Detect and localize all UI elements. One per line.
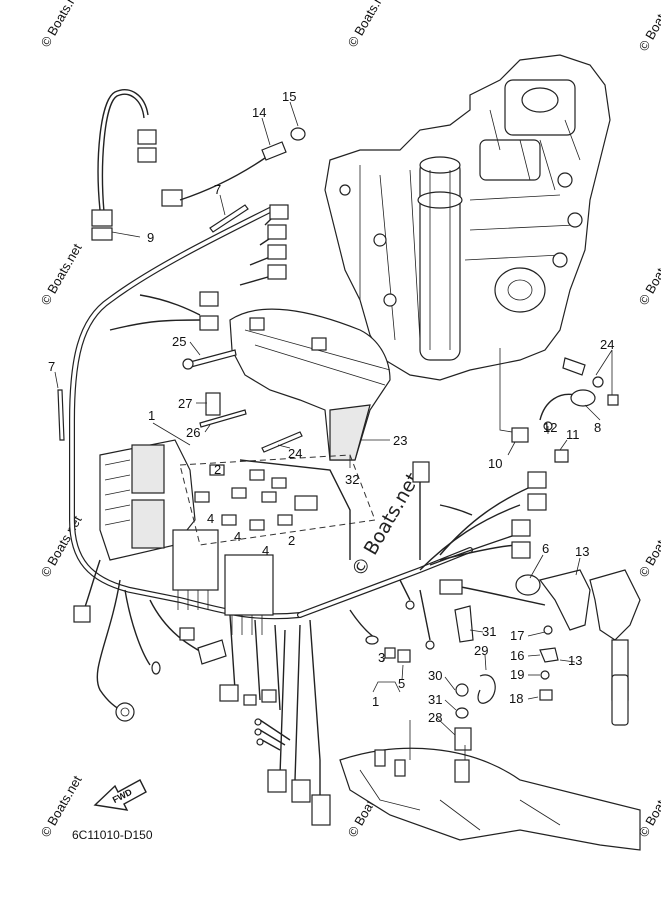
callout-5: 5 bbox=[398, 676, 405, 691]
callout-13: 11 bbox=[566, 427, 580, 442]
watermark: © Boats.net bbox=[636, 0, 661, 53]
main-harness bbox=[69, 207, 473, 781]
callout-12: 10 bbox=[488, 456, 502, 471]
leader-lines bbox=[54, 101, 613, 736]
cable-ties bbox=[57, 204, 303, 453]
figure-code: 6C11010-D150 bbox=[72, 828, 153, 842]
callout-8: 8 bbox=[594, 420, 601, 435]
callout-7: 7 bbox=[214, 182, 221, 197]
fwd-arrow-icon: FWD bbox=[93, 779, 147, 811]
callout-27: 28 bbox=[428, 710, 442, 725]
callout-18: 17 bbox=[510, 628, 524, 643]
bottom-bracket bbox=[339, 720, 641, 851]
watermark: © Boats.net bbox=[636, 241, 661, 308]
watermark: © Boats.net bbox=[345, 0, 392, 49]
callout-3: 3 bbox=[378, 650, 385, 665]
small-parts-28-31 bbox=[454, 605, 496, 751]
callout-11: 15 bbox=[282, 89, 296, 104]
callout-7: 7 bbox=[48, 359, 55, 374]
callout-28: 29 bbox=[474, 643, 488, 658]
sensor-cluster-part-21 bbox=[511, 357, 619, 463]
callout-25: 26 bbox=[186, 425, 200, 440]
bracket-part-16 bbox=[515, 569, 641, 726]
callout-21: 24 bbox=[600, 337, 614, 352]
lower-connectors bbox=[254, 718, 331, 826]
callout-10: 14 bbox=[252, 105, 266, 120]
connector-group-3-5 bbox=[349, 609, 411, 663]
callout-23: 24 bbox=[288, 446, 302, 461]
callout-14: 12 bbox=[543, 420, 557, 435]
watermark: © Boats.net bbox=[38, 0, 85, 49]
callout-4: 4 bbox=[207, 511, 214, 526]
callout-1: 1 bbox=[372, 694, 379, 709]
watermark: © Boats.net bbox=[636, 513, 661, 580]
callout-9: 9 bbox=[147, 230, 154, 245]
harness-connectors-top bbox=[199, 204, 289, 331]
callout-22: 23 bbox=[393, 433, 407, 448]
callout-30: 31 bbox=[428, 692, 442, 707]
callout-26: 27 bbox=[178, 396, 192, 411]
callout-15: 13 bbox=[568, 653, 582, 668]
sensor-part-10 bbox=[179, 127, 306, 201]
ecu-assembly-part-1 bbox=[99, 439, 376, 635]
callout-29: 30 bbox=[428, 668, 442, 683]
callout-4: 4 bbox=[262, 543, 269, 558]
callout-20: 19 bbox=[510, 667, 524, 682]
callout-2: 2 bbox=[288, 533, 295, 548]
callout-24: 25 bbox=[172, 334, 186, 349]
bolt-part-24 bbox=[182, 349, 237, 416]
cover-part-22 bbox=[229, 308, 391, 461]
engine-block bbox=[324, 54, 611, 381]
callout-19: 18 bbox=[509, 691, 523, 706]
callout-31: 31 bbox=[482, 624, 496, 639]
ground-lead bbox=[73, 605, 277, 722]
callout-17: 16 bbox=[510, 648, 524, 663]
callout-1: 1 bbox=[148, 408, 155, 423]
harness-right-branch bbox=[399, 461, 547, 650]
callout-labels: 15 14 7 9 7 25 24 1 27 8 26 12 11 23 24 … bbox=[48, 89, 614, 725]
callout-4: 4 bbox=[234, 529, 241, 544]
callout-2: 2 bbox=[214, 462, 221, 477]
pigtail-part-9 bbox=[91, 89, 183, 241]
callout-32: 32 bbox=[345, 472, 359, 487]
watermark: © Boats.net bbox=[38, 241, 85, 308]
callout-6: 6 bbox=[542, 541, 549, 556]
callout-16: 13 bbox=[575, 544, 589, 559]
